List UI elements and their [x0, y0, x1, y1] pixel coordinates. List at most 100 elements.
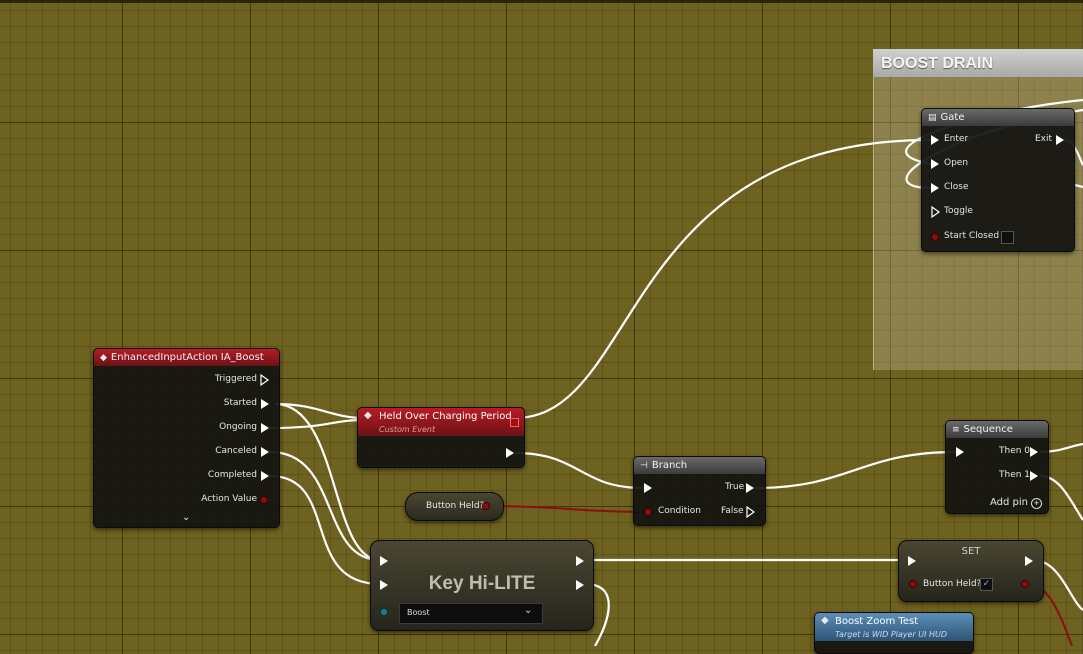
wire-completed-to-key: [269, 474, 381, 586]
sequence-title: Sequence: [963, 424, 1013, 435]
pin-label-completed: Completed: [207, 470, 257, 480]
function-icon: ◆: [821, 615, 829, 626]
pin-label-started: Started: [223, 398, 257, 408]
set-checkbox[interactable]: ✓: [980, 578, 993, 591]
gate-start-closed-pin[interactable]: [931, 233, 939, 241]
branch-false-pin[interactable]: [746, 506, 756, 518]
delegate-pin[interactable]: [510, 418, 519, 427]
key-hilite-dropdown-value: Boost: [407, 608, 430, 617]
set-var-label: Button Held?: [923, 579, 982, 589]
triggered-exec-pin[interactable]: [260, 374, 270, 386]
gate-icon: ▤: [928, 112, 937, 123]
sequence-icon: ≡: [952, 424, 960, 435]
key-hilite-exec-out-1[interactable]: [576, 556, 584, 566]
gate-start-closed-label: Start Closed: [944, 231, 1000, 241]
branch-true-label: True: [725, 482, 745, 492]
ongoing-exec-pin[interactable]: [261, 423, 269, 433]
branch-condition-pin[interactable]: [644, 508, 652, 516]
comment-title[interactable]: BOOST DRAIN: [873, 49, 1083, 77]
button-held-getter[interactable]: Button Held?: [405, 492, 504, 521]
wire-key-out2: [584, 582, 610, 646]
canceled-exec-pin[interactable]: [261, 447, 269, 457]
boost-zoom-title: Boost Zoom Test: [835, 616, 919, 627]
gate-open-label: Open: [944, 158, 969, 168]
key-hilite-dropdown[interactable]: Boost ⌄: [399, 603, 543, 624]
input-action-title: EnhancedInputAction IA_Boost: [110, 352, 264, 363]
gate-close-pin[interactable]: [931, 183, 939, 193]
button-held-getter-label: Button Held?: [426, 501, 485, 511]
add-pin-button[interactable]: Add pin: [990, 497, 1029, 508]
wire-ongoing: [269, 418, 366, 430]
action-value-pin[interactable]: [260, 496, 268, 504]
input-action-header[interactable]: ◆ EnhancedInputAction IA_Boost: [94, 349, 279, 366]
sequence-node[interactable]: ≡ Sequence Then 0 Then 1 Add pin +: [945, 420, 1049, 514]
gate-header[interactable]: ▤ Gate: [922, 109, 1074, 126]
gate-close-label: Close: [944, 182, 969, 192]
started-exec-pin[interactable]: [261, 399, 269, 409]
expand-chevron-icon[interactable]: ⌄: [182, 512, 191, 523]
branch-condition-label: Condition: [658, 506, 701, 516]
branch-false-label: False: [721, 506, 744, 516]
set-bool-in-pin[interactable]: [909, 580, 917, 588]
sequence-then1-pin[interactable]: [1030, 471, 1038, 481]
key-hilite-title: Key Hi-LITE: [428, 573, 536, 594]
key-hilite-exec-in-2[interactable]: [380, 580, 388, 590]
gate-title: Gate: [940, 112, 965, 123]
button-held-out-pin[interactable]: [482, 502, 490, 510]
custom-event-subtitle: Custom Event: [379, 425, 436, 434]
set-bool-out-pin[interactable]: [1021, 580, 1029, 588]
set-node[interactable]: SET Button Held? ✓: [898, 540, 1044, 602]
set-title: SET: [961, 546, 981, 557]
pin-label-canceled: Canceled: [215, 446, 257, 456]
wire-branch-to-sequence: [754, 450, 957, 490]
wire-event-to-branch: [514, 451, 644, 490]
branch-icon: ⊣: [640, 460, 648, 471]
gate-toggle-pin[interactable]: [931, 206, 941, 218]
set-exec-in[interactable]: [908, 556, 916, 566]
gate-open-pin[interactable]: [931, 159, 939, 169]
wire-gate-out2: [1074, 183, 1083, 189]
wire-bool-condition: [484, 505, 648, 513]
key-hilite-enum-pin[interactable]: [380, 608, 388, 616]
completed-exec-pin[interactable]: [261, 471, 269, 481]
key-hilite-exec-out-2[interactable]: [576, 580, 584, 590]
set-exec-out[interactable]: [1025, 556, 1033, 566]
gate-start-closed-checkbox[interactable]: [1001, 231, 1014, 244]
sequence-exec-in[interactable]: [956, 447, 964, 457]
gate-toggle-label: Toggle: [944, 206, 973, 216]
sequence-then0-pin[interactable]: [1030, 447, 1038, 457]
custom-event-exec-out[interactable]: [506, 448, 514, 458]
add-pin-icon[interactable]: +: [1031, 498, 1042, 509]
gate-enter-pin[interactable]: [931, 135, 939, 145]
pin-label-action-value: Action Value: [201, 494, 257, 504]
sequence-then0-label: Then 0: [999, 446, 1031, 456]
branch-title: Branch: [651, 460, 688, 471]
pin-label-ongoing: Ongoing: [219, 422, 257, 432]
key-hilite-node[interactable]: Key Hi-LITE Boost ⌄: [370, 540, 594, 631]
branch-exec-in[interactable]: [644, 483, 652, 493]
wire-started-to-event: [274, 402, 366, 420]
custom-event-header[interactable]: ◆ Held Over Charging Period Custom Event: [358, 408, 524, 436]
branch-header[interactable]: ⊣ Branch: [634, 457, 765, 474]
pin-label-triggered: Triggered: [214, 374, 257, 384]
gate-exit-label: Exit: [1035, 134, 1053, 144]
boost-zoom-header[interactable]: ◆ Boost Zoom Test Target is WID Player U…: [815, 613, 973, 641]
event-diamond-icon: ◆: [100, 352, 107, 363]
custom-event-title: Held Over Charging Period: [379, 411, 512, 422]
branch-node[interactable]: ⊣ Branch True Condition False: [633, 456, 766, 526]
sequence-then1-label: Then 1: [999, 470, 1031, 480]
custom-event-node[interactable]: ◆ Held Over Charging Period Custom Event: [357, 407, 525, 468]
wire-started-down: [274, 402, 381, 562]
graph-top-border: [0, 0, 1083, 3]
event-diamond-icon: ◆: [364, 410, 372, 421]
key-hilite-exec-in-1[interactable]: [380, 556, 388, 566]
wire-canceled-to-key: [269, 450, 381, 562]
input-action-node[interactable]: ◆ EnhancedInputAction IA_Boost Triggered…: [93, 348, 280, 528]
gate-node[interactable]: ▤ Gate Enter Exit Open Close Toggle Star…: [921, 108, 1075, 252]
chevron-down-icon: ⌄: [524, 605, 533, 616]
wire-event-to-gate: [514, 138, 931, 420]
branch-true-pin[interactable]: [746, 483, 754, 493]
sequence-header[interactable]: ≡ Sequence: [946, 421, 1048, 438]
gate-exit-pin[interactable]: [1056, 135, 1064, 145]
boost-zoom-node[interactable]: ◆ Boost Zoom Test Target is WID Player U…: [814, 612, 974, 654]
